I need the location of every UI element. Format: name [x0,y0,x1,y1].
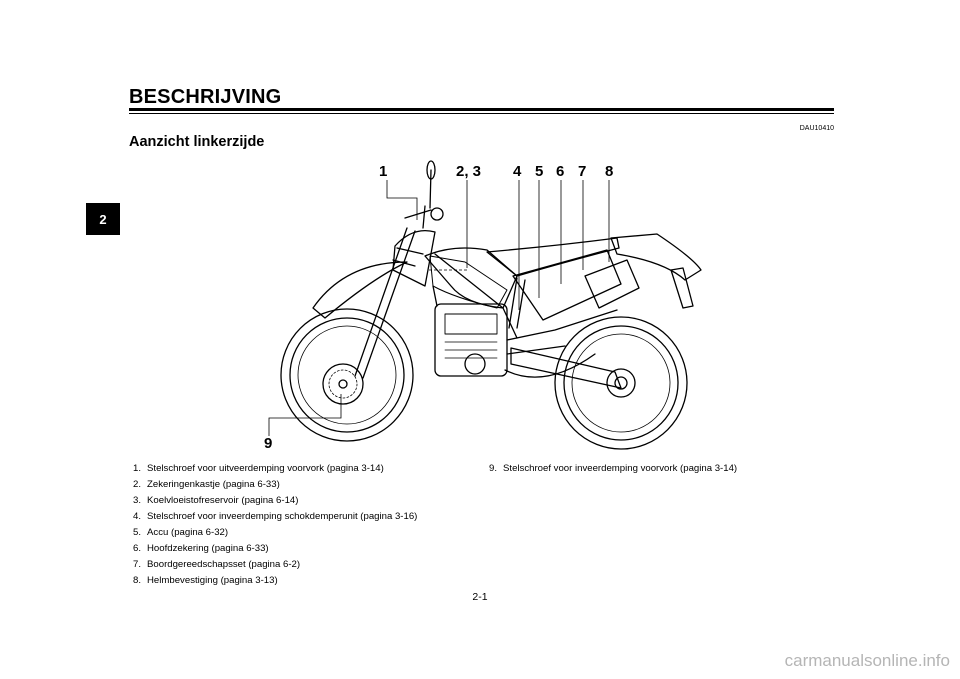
page-number: 2-1 [472,591,488,603]
title-rule-thin [129,113,834,114]
callout-5: 5 [535,163,543,180]
exhaust [504,353,596,378]
front-cowl [392,229,436,287]
callout-7: 7 [578,163,586,180]
engine [434,303,508,377]
callout-8: 8 [605,163,613,180]
legend-item: 2.Zekeringenkastje (pagina 6-33) [133,479,280,490]
callout-6: 6 [556,163,564,180]
callout-9: 9 [264,435,272,452]
handlebar [404,160,444,229]
legend-item: 5.Accu (pagina 6-32) [133,527,229,538]
muffler [584,259,640,309]
front-wheel [280,308,414,442]
legend-right: 9.Stelschroef voor inveerdemping voorvor… [489,461,737,477]
legend-item: 8.Helmbevestiging (pagina 3-13) [133,575,278,586]
rear-shock [508,277,526,329]
document-code: DAU10410 [799,125,834,132]
frame [432,253,618,355]
callout-leaders [268,180,610,436]
front-fender [312,261,408,319]
motorcycle-illustration: 1 2, 3 4 5 6 7 8 9 [264,160,702,452]
radiator-shroud [429,255,508,309]
title-rule-thick [129,108,834,111]
side-panel [512,249,622,321]
section-subtitle: Aanzicht linkerzijde [129,134,265,150]
legend-item: 1.Stelschroef voor uitveerdemping voorvo… [133,463,384,474]
legend-item: 3.Koelvloeistofreservoir (pagina 6-14) [133,495,299,506]
rear-fender [610,233,702,281]
legend-item: 7.Boordgereedschapsset (pagina 6-2) [133,559,301,570]
seat [486,237,620,277]
callout-1: 1 [379,163,387,180]
legend-left: 1.Stelschroef voor uitveerdemping voorvo… [133,461,417,589]
callout-2-3: 2, 3 [456,163,481,180]
chapter-tab: 2 [86,203,120,235]
rear-wheel [554,316,688,450]
legend-item: 6.Hoofdzekering (pagina 6-33) [133,543,269,554]
legend-item: 9.Stelschroef voor inveerdemping voorvor… [489,463,738,474]
watermark: carmanualsonline.info [784,651,950,670]
front-fork [354,227,424,379]
legend-item: 4.Stelschroef voor inveerdemping schokde… [133,511,418,522]
callout-4: 4 [513,163,522,180]
page-title: BESCHRIJVING [129,86,282,108]
license-bracket [670,267,694,309]
